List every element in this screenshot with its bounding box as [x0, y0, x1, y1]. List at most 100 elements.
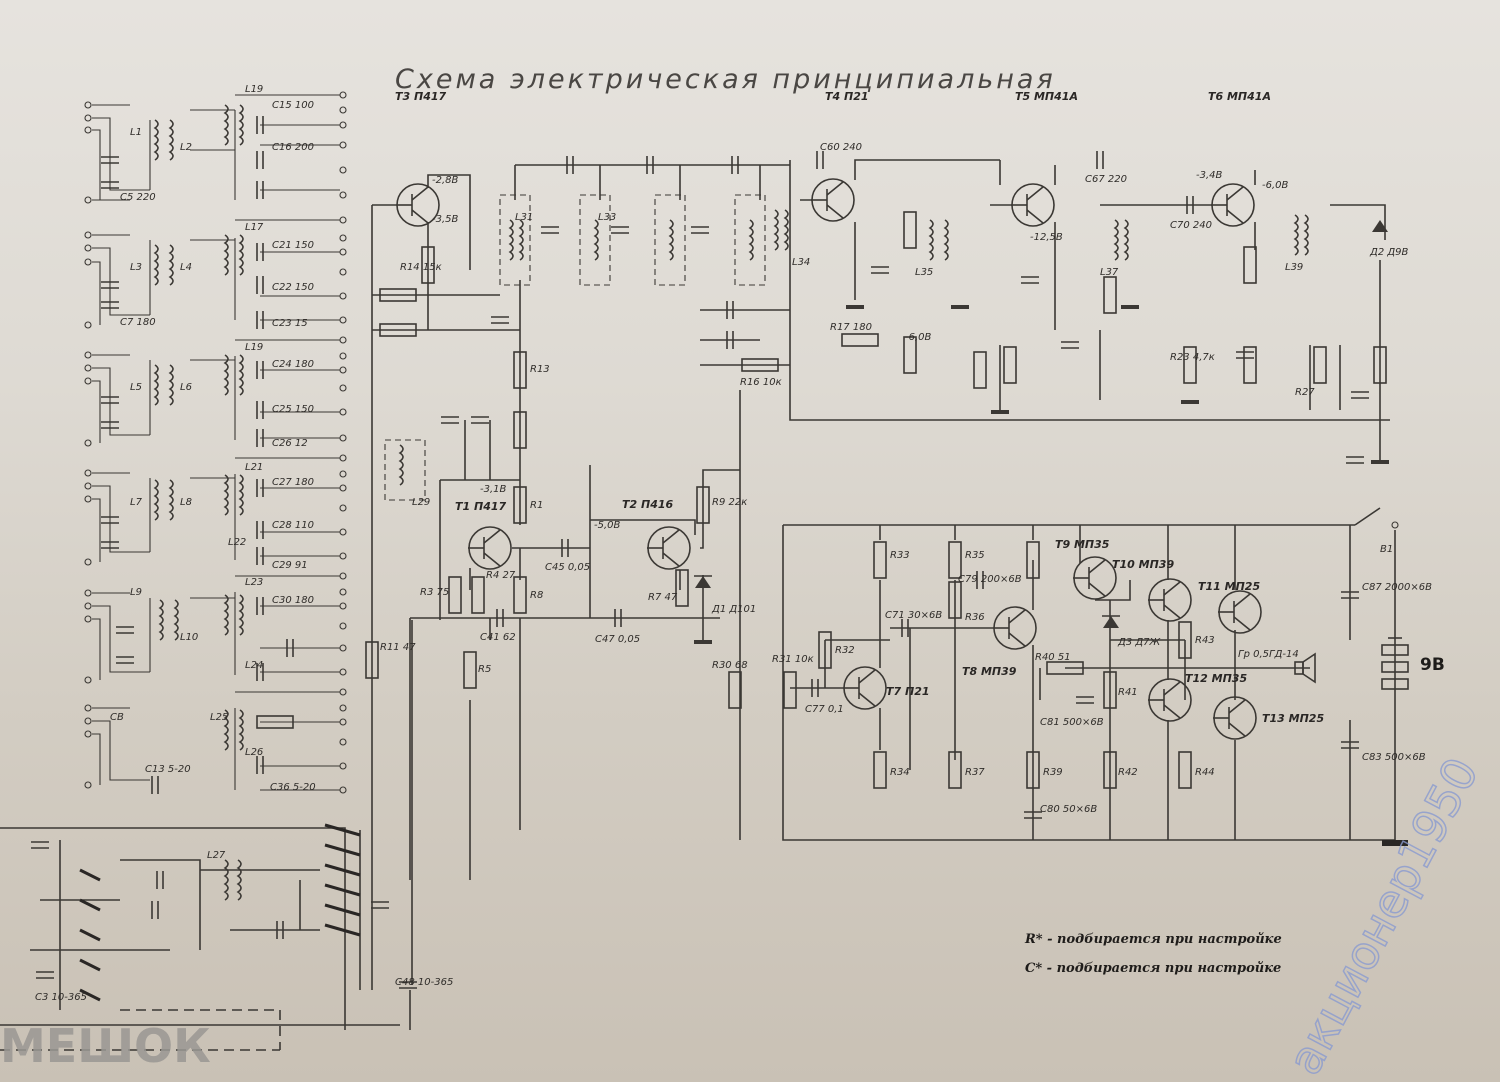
band-coil-sections: L19 L1 L2 C15 100 C16 200 C5 220 L17 L3 …: [84, 84, 347, 795]
resistor-label: R36: [965, 612, 985, 623]
voltage-label: -2,8В: [432, 175, 459, 186]
mixer-stage: Т1 П417 Т2 П416 -3,1В -5,0В R9 22к R7 47…: [409, 420, 756, 880]
transistor-label-t12: Т12 МП35: [1185, 672, 1247, 685]
resistor-label: R44: [1195, 767, 1215, 778]
resistor-label: R8: [530, 590, 543, 601]
band-switch: L27 C48 10-365 C3 10-365: [0, 620, 453, 1051]
resistor-label: R41: [1118, 687, 1138, 698]
transistor-label-t4: Т4 П21: [825, 90, 869, 103]
transistor-label-t10: Т10 МП39: [1112, 558, 1174, 571]
transistor-label-t5: Т5 МП41А: [1015, 90, 1078, 103]
cap-label: C81 500×6В: [1040, 717, 1104, 728]
coil-label: L25: [210, 712, 228, 723]
coil-label: L4: [180, 262, 192, 273]
cap-label: C79 200×6В: [958, 574, 1022, 585]
voltage-label: -12,5В: [1030, 232, 1063, 243]
voltage-label: -6,0В: [905, 332, 932, 343]
voltage-label: -3,1В: [480, 484, 507, 495]
coil-label: L23: [245, 577, 263, 588]
cap-label: C60 240: [820, 142, 862, 153]
cap-label: C5 220: [120, 192, 156, 203]
resistor-label: R1: [530, 500, 543, 511]
transistor-label-t1: Т1 П417: [455, 500, 507, 513]
cap-label: C48 10-365: [395, 977, 453, 988]
transistor-label-t13: Т13 МП25: [1262, 712, 1324, 725]
coil-label: L19: [245, 342, 263, 353]
resistor-label: R37: [965, 767, 985, 778]
coil-label: L3: [130, 262, 142, 273]
coil-label: L31: [515, 212, 533, 223]
voltage-label: -5,0В: [594, 520, 621, 531]
coil-label: L5: [130, 382, 142, 393]
resistor-label: R32: [835, 645, 855, 656]
cap-label: C16 200: [272, 142, 314, 153]
cap-label: C77 0,1: [805, 704, 844, 715]
transistor-label-t7: Т7 П21: [886, 685, 930, 698]
resistor-label: R3 75: [420, 587, 449, 598]
cap-label: C27 180: [272, 477, 314, 488]
cap-label: C15 100: [272, 100, 314, 111]
cap-label: C25 150: [272, 404, 314, 415]
cap-label: C80 50×6В: [1040, 804, 1097, 815]
cap-label: C21 150: [272, 240, 314, 251]
coil-label: L26: [245, 747, 263, 758]
resistor-label: R5: [478, 664, 491, 675]
cap-label: C67 220: [1085, 174, 1127, 185]
voltage-label: -3,5В: [432, 214, 459, 225]
coil-label: L19: [245, 84, 263, 95]
coil-label: L29: [412, 497, 430, 508]
transistor-label-t9: Т9 МП35: [1055, 538, 1110, 551]
coil-label: L9: [130, 587, 142, 598]
note-capacitor: C* - подбирается при настройке: [1025, 961, 1281, 976]
battery-icon: [1381, 637, 1409, 690]
watermark: акционер1950: [1277, 749, 1489, 1082]
resistor-label: R35: [965, 550, 985, 561]
voltage-label: -6,0В: [1262, 180, 1289, 191]
resistor-label: R34: [890, 767, 910, 778]
resistor-label: R33: [890, 550, 910, 561]
cap-label: C87 2000×6В: [1362, 582, 1432, 593]
cap-label: C36 5-20: [270, 782, 316, 793]
coil-label: L34: [792, 257, 810, 268]
resistor-label: R14 15к: [400, 262, 442, 273]
speaker-icon: [1294, 652, 1316, 684]
speaker-label: Гр 0,5ГД-14: [1238, 649, 1299, 660]
cap-label: C30 180: [272, 595, 314, 606]
if-amplifier: Т3 П417 Т4 П21 Т5 МП41А Т6 МП41А Д2 Д9В …: [365, 90, 1409, 990]
cap-label: C7 180: [120, 317, 156, 328]
resistor-label: R17 180: [830, 322, 872, 333]
coil-label: СВ: [110, 712, 124, 723]
cap-label: C71 30×6В: [885, 610, 942, 621]
cap-label: C24 180: [272, 359, 314, 370]
resistor-label: R23 4,7к: [1170, 352, 1215, 363]
coil-label: L8: [180, 497, 192, 508]
cap-label: C70 240: [1170, 220, 1212, 231]
transistor-label-t8: Т8 МП39: [962, 665, 1017, 678]
cap-label: C83 500×6В: [1362, 752, 1426, 763]
cap-label: C3 10-365: [35, 992, 87, 1003]
transistor-label-t11: Т11 МП25: [1198, 580, 1260, 593]
resistor-label: R31 10к: [772, 654, 814, 665]
battery-voltage-label: 9В: [1420, 655, 1445, 675]
coil-label: L2: [180, 142, 192, 153]
cap-label: C41 62: [480, 632, 516, 643]
resistor-label: R27: [1295, 387, 1315, 398]
resistor-label: R11 47: [380, 642, 416, 653]
resistor-label: R30 68: [712, 660, 748, 671]
coil-label: L37: [1100, 267, 1119, 278]
coil-label: L39: [1285, 262, 1303, 273]
cap-label: C28 110: [272, 520, 314, 531]
coil-label: L24: [245, 660, 263, 671]
coil-label: L22: [228, 537, 246, 548]
cap-label: C45 0,05: [545, 562, 590, 573]
note-resistor: R* - подбирается при настройке: [1024, 932, 1282, 947]
transistor-label-t6: Т6 МП41А: [1208, 90, 1271, 103]
band-wiring: [92, 94, 340, 791]
diode-label-d3: Д3 Д7Ж: [1117, 637, 1162, 648]
resistor-label: R43: [1195, 635, 1215, 646]
resistor-label: R39: [1043, 767, 1063, 778]
cap-label: C22 150: [272, 282, 314, 293]
cap-label: C23 15: [272, 318, 308, 329]
